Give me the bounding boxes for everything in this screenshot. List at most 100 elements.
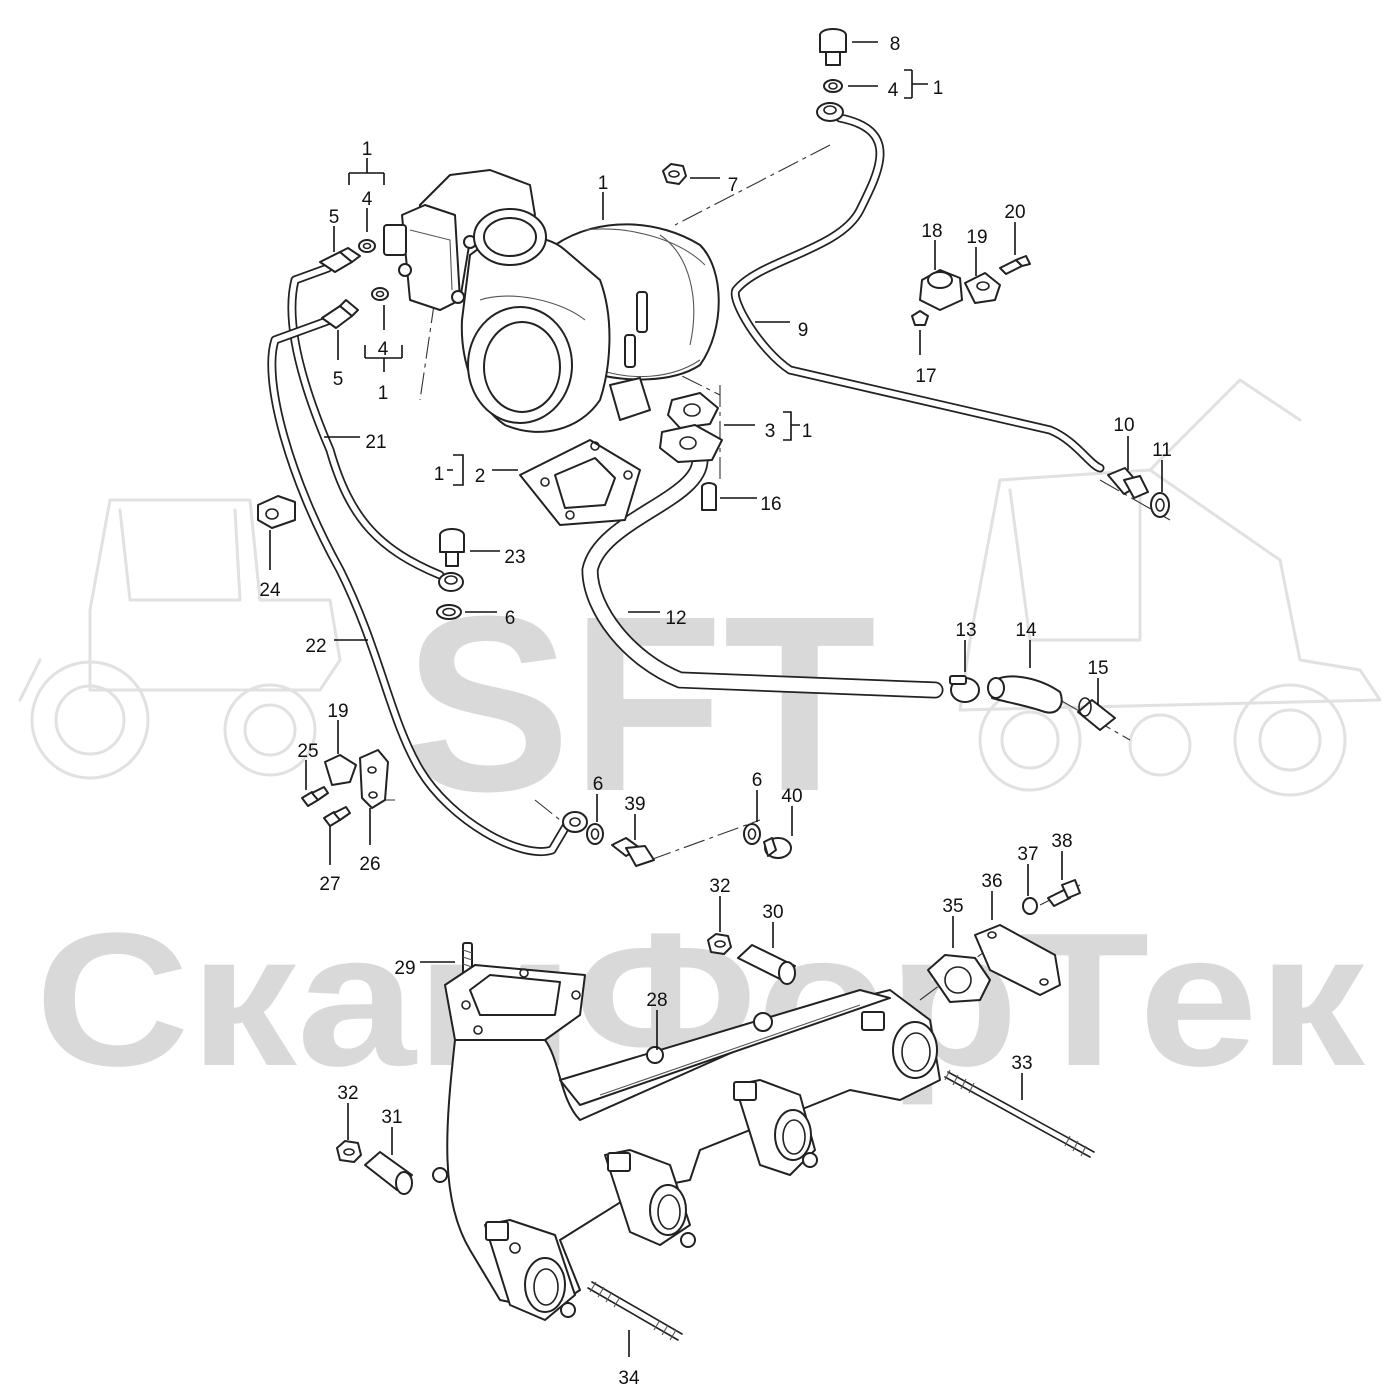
callout-c1c: 1 (598, 173, 609, 194)
washer-11 (1150, 492, 1170, 518)
callout-c19a: 19 (966, 227, 987, 248)
callout-c2: 2 (475, 466, 486, 487)
banjo-eye-top (816, 102, 844, 122)
callout-c34: 34 (618, 1368, 640, 1389)
callout-c30: 30 (762, 902, 783, 923)
washer-37 (1022, 897, 1038, 915)
cover-plate-36 (974, 924, 1061, 996)
callout-c28: 28 (646, 990, 667, 1011)
callout-c29: 29 (394, 958, 415, 979)
callout-c11: 11 (1152, 440, 1172, 461)
banjo-eye-lower (562, 811, 588, 833)
banjo-bolt-8 (819, 28, 847, 66)
callout-c4a: 4 (362, 189, 373, 210)
gasket-2 (519, 439, 641, 526)
sleeve-30 (737, 944, 796, 985)
watermark-brand: SFT (404, 564, 876, 843)
callout-c9: 9 (798, 320, 809, 341)
washer-6-lower-left (586, 823, 604, 845)
callout-c18: 18 (921, 221, 942, 242)
callout-c32b: 32 (337, 1083, 358, 1104)
callout-c19b: 19 (327, 701, 348, 722)
callout-c6a: 6 (505, 608, 516, 629)
bracket-26 (359, 749, 389, 809)
callout-c35: 35 (942, 896, 963, 917)
callout-c7: 7 (728, 175, 739, 196)
callout-c13: 13 (955, 620, 976, 641)
callout-c16: 16 (760, 494, 781, 515)
sleeve-15 (1077, 697, 1116, 731)
turbocharger (383, 169, 720, 433)
callout-c36: 36 (981, 871, 1002, 892)
leader-lines (269, 41, 1163, 1357)
callout-c8: 8 (890, 34, 901, 55)
callout-c6b: 6 (593, 774, 604, 795)
callout-c40: 40 (781, 786, 802, 807)
callout-c1f: 1 (434, 464, 445, 485)
callout-c22: 22 (305, 636, 326, 657)
callout-c25: 25 (297, 741, 318, 762)
stud-33 (944, 1069, 1095, 1158)
nut-32-lower (336, 1140, 362, 1163)
callout-c37: 37 (1017, 844, 1038, 865)
callout-c1a: 1 (362, 139, 373, 160)
hose-14 (987, 675, 1063, 714)
callout-c4c: 4 (888, 80, 899, 101)
washer-4-left-top (358, 239, 376, 253)
fitting-5-bottom (321, 299, 359, 329)
callout-c5a: 5 (329, 207, 340, 228)
nut-7 (662, 163, 687, 185)
callout-c15: 15 (1087, 658, 1108, 679)
callout-c21: 21 (365, 432, 386, 453)
nut-32-upper (707, 933, 732, 955)
callout-c12: 12 (665, 608, 686, 629)
callout-c14: 14 (1015, 620, 1037, 641)
callout-c38: 38 (1051, 831, 1072, 852)
washer-6-lower-right (743, 823, 761, 845)
callout-c26: 26 (359, 854, 380, 875)
callout-c27: 27 (319, 874, 340, 895)
washer-6-top (436, 604, 462, 620)
bolt-25 (301, 786, 329, 807)
exhaust-manifold-28 (432, 964, 941, 1321)
bolt-27 (323, 806, 351, 827)
callout-c4b: 4 (378, 339, 389, 360)
callout-c39: 39 (624, 794, 645, 815)
callout-c1e: 1 (802, 421, 813, 442)
stud-34 (587, 1281, 683, 1341)
clamp-set (911, 255, 1031, 326)
callout-c1d: 1 (933, 78, 944, 99)
callout-c20: 20 (1004, 202, 1025, 223)
return-flange (659, 424, 723, 463)
fitting-5-top (319, 247, 361, 273)
hose-clamp-13 (949, 675, 980, 703)
callout-c23: 23 (504, 547, 525, 568)
callout-c1b: 1 (378, 383, 389, 404)
pipe-21 (287, 263, 445, 580)
tractor-watermark-icon (18, 498, 342, 780)
gasket-35 (927, 954, 991, 1003)
bolt-16 (701, 482, 717, 511)
oil-pipes (267, 113, 1105, 856)
callout-c24: 24 (259, 580, 281, 601)
callout-c17: 17 (915, 366, 936, 387)
oil-feed-pipe-9 (730, 113, 1105, 473)
callout-c3: 3 (765, 421, 776, 442)
sleeve-31 (364, 1151, 413, 1195)
callout-c10: 10 (1113, 415, 1134, 436)
callout-c6c: 6 (752, 770, 763, 791)
clamp-24 (257, 495, 296, 529)
watermark: SFT СкамФорТек (18, 378, 1382, 1106)
callout-c33: 33 (1011, 1053, 1032, 1074)
pipe-22 (267, 315, 573, 856)
gasket-3 (667, 392, 719, 429)
washer-4-left-bottom (371, 287, 389, 301)
banjo-bolt-23 (439, 528, 465, 567)
clamp-19-lower (324, 754, 357, 786)
bolt-38 (1047, 879, 1081, 907)
callout-c5b: 5 (333, 369, 344, 390)
callout-c32a: 32 (709, 876, 730, 897)
